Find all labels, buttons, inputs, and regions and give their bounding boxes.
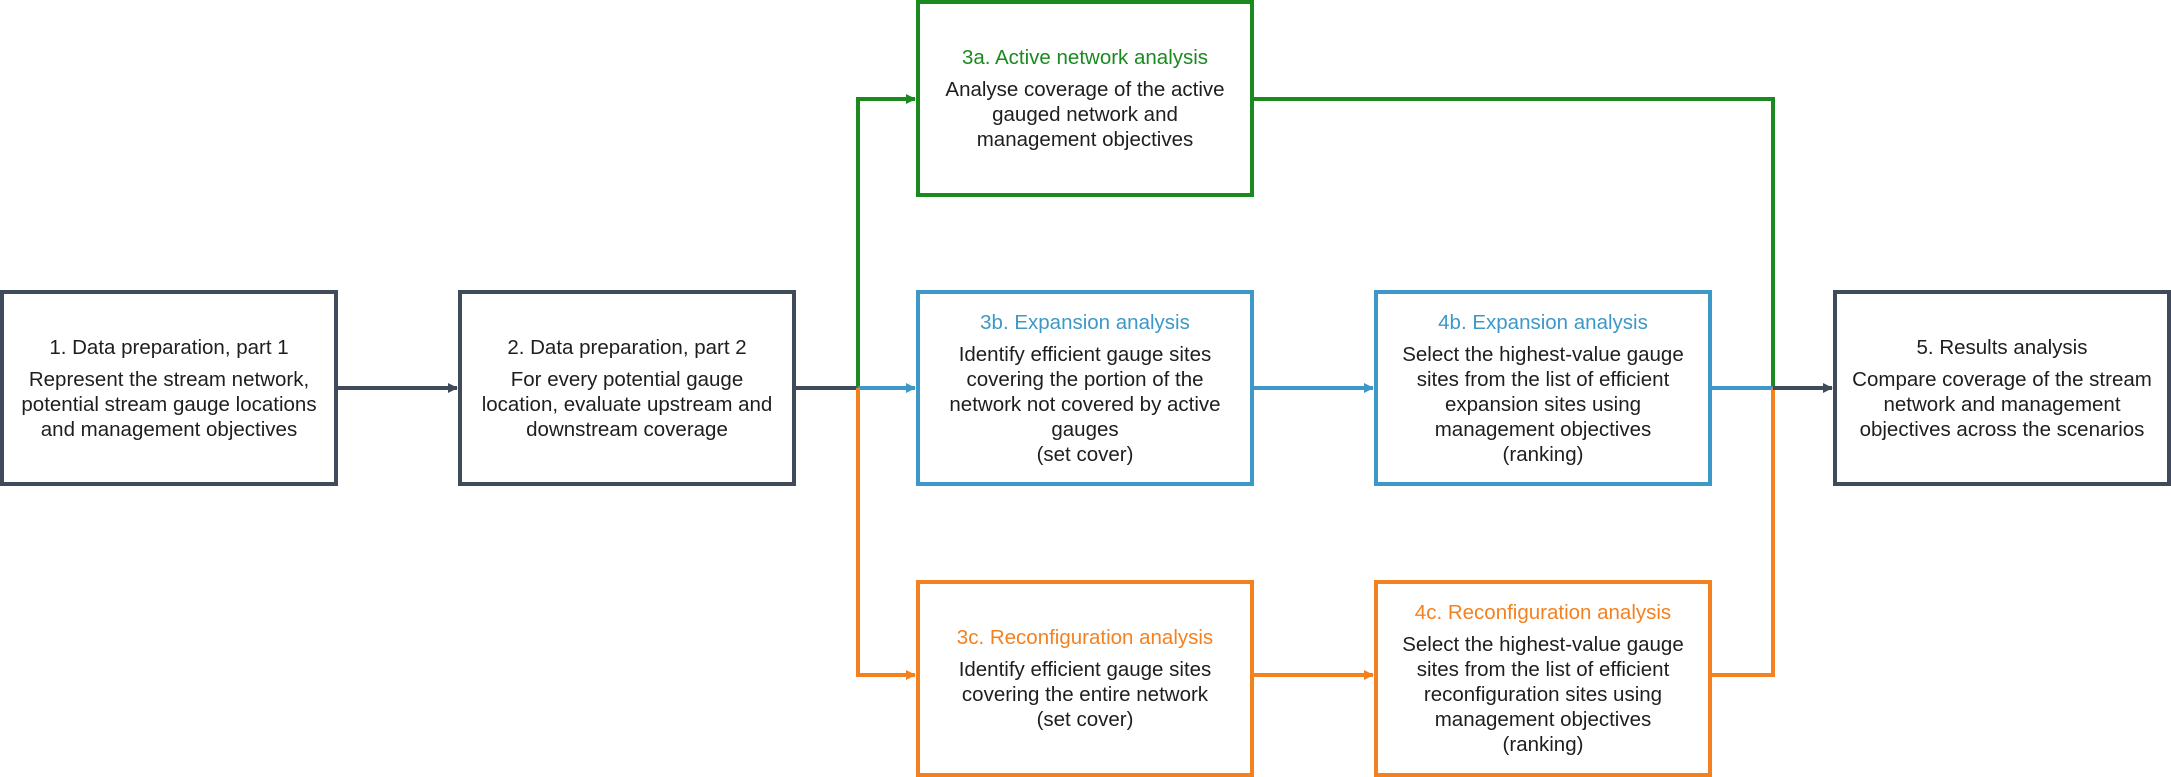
step4b-body: Select the highest-value gauge sites fro… [1402, 342, 1684, 441]
line-step4c-to-merge [1712, 388, 1775, 677]
step2-title: 2. Data preparation, part 2 [507, 335, 747, 359]
step4b-box: 4b. Expansion analysis Select the highes… [1374, 290, 1712, 486]
step3b-body: Identify efficient gauge sites covering … [949, 342, 1221, 441]
step5-title: 5. Results analysis [1916, 335, 2088, 359]
step4c-box: 4c. Reconfiguration analysis Select the … [1374, 580, 1712, 777]
step3c-body: Identify efficient gauge sites covering … [958, 658, 1212, 706]
step3a-body: Analyse coverage of the active gauged ne… [945, 78, 1225, 151]
step4b-title: 4b. Expansion analysis [1438, 310, 1648, 334]
step1-body: Represent the stream network, potential … [21, 367, 317, 441]
step5-box: 5. Results analysis Compare coverage of … [1833, 290, 2171, 486]
step4b-method: (ranking) [1502, 442, 1584, 466]
step3b-title: 3b. Expansion analysis [980, 310, 1190, 334]
arrow-split-to-step3a [856, 94, 916, 388]
step3c-box: 3c. Reconfiguration analysis Identify ef… [916, 580, 1254, 777]
step3b-method: (set cover) [1036, 442, 1134, 466]
step1-title: 1. Data preparation, part 1 [49, 335, 289, 359]
arrow-split-to-step3c [856, 388, 916, 680]
step3c-method: (set cover) [1036, 708, 1134, 731]
step2-body: For every potential gauge location, eval… [481, 367, 773, 441]
step4c-method: (ranking) [1502, 733, 1584, 756]
line-step3a-to-merge [1253, 97, 1775, 388]
step2-box: 2. Data preparation, part 2 For every po… [458, 290, 796, 486]
step3c-title: 3c. Reconfiguration analysis [956, 626, 1214, 649]
step4c-body: Select the highest-value gauge sites fro… [1402, 633, 1684, 731]
step4c-title: 4c. Reconfiguration analysis [1414, 601, 1672, 624]
step3a-title: 3a. Active network analysis [961, 46, 1209, 69]
step5-body: Compare coverage of the stream network a… [1852, 367, 2152, 441]
step3b-box: 3b. Expansion analysis Identify efficien… [916, 290, 1254, 486]
step3a-box: 3a. Active network analysis Analyse cove… [916, 0, 1254, 197]
step1-box: 1. Data preparation, part 1 Represent th… [0, 290, 338, 486]
